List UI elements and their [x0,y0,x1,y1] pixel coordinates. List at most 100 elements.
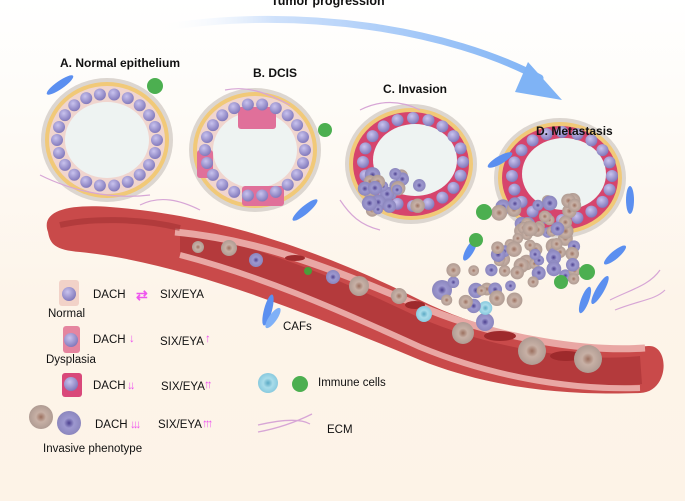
nucleus [269,102,282,115]
legend-six-eya: SIX/EYA [160,289,204,301]
nucleus [256,189,269,202]
tumor-cell [389,167,402,180]
tumor-cell [527,276,539,288]
nucleus [148,121,161,134]
nucleus [291,168,304,181]
nucleus [603,156,616,169]
invasive-tan-cell-icon [29,405,53,429]
nucleus [296,131,309,144]
nucleus [143,158,156,171]
diagram-title: Tumor progression [271,0,385,8]
triple-up-arrow-icon: ↑↑↑ [202,418,213,430]
invasive-purple-cell-icon [57,411,81,435]
nucleus [447,130,460,143]
circulating-cells [192,240,602,373]
nucleus [596,195,609,208]
nucleus [51,134,63,146]
nucleus [143,109,156,122]
tumor-cell [357,181,372,196]
nucleus [596,144,609,157]
nucleus [206,119,219,132]
tumor-cell [478,301,493,315]
tumor-cell [524,239,536,251]
stage-label-dcis: B. DCIS [253,66,298,80]
legend-dach: DACH [93,334,126,346]
duct-dcis [189,88,321,212]
nucleus [454,142,467,155]
nucleus [151,134,163,146]
nucleus [133,99,146,112]
tumor-cell [491,241,504,255]
nucleus [436,191,449,204]
nucleus [454,169,467,182]
nucleus [53,146,66,159]
nucleus [299,144,311,156]
nucleus [515,144,528,157]
nucleus [108,88,121,101]
tumor-cell [565,258,580,272]
legend-dach: DACH [93,289,126,301]
nucleus [201,156,214,169]
bidirectional-arrow-icon: ⇄ [136,287,148,303]
nucleus [256,98,269,111]
nucleus [603,183,616,196]
tumor-cell [510,265,524,280]
legend-ecm: ECM [327,424,353,436]
tumor-cell [476,285,487,296]
tumor-cell [361,195,378,211]
duct-metastasis [490,118,626,285]
nucleus [121,92,134,105]
nucleus [68,99,81,112]
nucleus [199,144,211,156]
tumor-cell [412,179,426,192]
legend-dach: DACH [95,419,128,431]
nucleus [108,179,121,192]
duct-normal [41,78,173,202]
tumor-cell [550,237,563,250]
tumor-cell [506,241,522,257]
nucleus [133,168,146,181]
nucleus [422,114,435,127]
nucleus [526,134,539,147]
legend-dach: DACH [93,380,126,392]
tumor-cell [508,197,522,211]
nucleus [407,112,419,124]
stage-label-invasion: C. Invasion [383,82,448,96]
nucleus [201,131,214,144]
normal-cell-icon [59,280,79,306]
legend-six-eya: SIX/EYA [160,336,204,348]
nucleus [53,121,66,134]
nucleus [391,114,404,127]
nucleus [93,88,106,101]
nucleus [359,142,372,155]
nucleus [508,156,521,169]
legend-icons [29,280,313,435]
tumor-cell [382,199,397,213]
stroma-elements [39,75,666,314]
nucleus [540,128,553,141]
nucleus [296,156,309,169]
caf-icon [262,294,281,329]
triple-down-arrow-icon: ↓↓↓ [130,419,141,431]
tumor-cell [532,266,546,280]
tumor-cell [568,273,580,285]
legend-cell-dysplasia: Dysplasia [46,354,96,366]
double-down-arrow-icon: ↓↓ [127,380,135,392]
nucleus [216,109,229,122]
stage-label-normal: A. Normal epithelium [60,56,181,70]
legend-cell-invasive: Invasive phenotype [43,443,143,455]
nucleus [377,120,390,133]
nucleus [357,156,369,168]
up-arrow-icon: ↑ [205,333,211,345]
tumor-cell [447,276,460,289]
tumor-cell [485,263,498,277]
tumor-cell [546,261,562,277]
nucleus [281,109,294,122]
tumor-cell [565,246,580,261]
tumor-cell [529,248,541,260]
nucleus [585,134,598,147]
legend-immune-cells: Immune cells [318,377,386,389]
tumor-cell [498,265,511,277]
tumor-cell [468,265,480,276]
